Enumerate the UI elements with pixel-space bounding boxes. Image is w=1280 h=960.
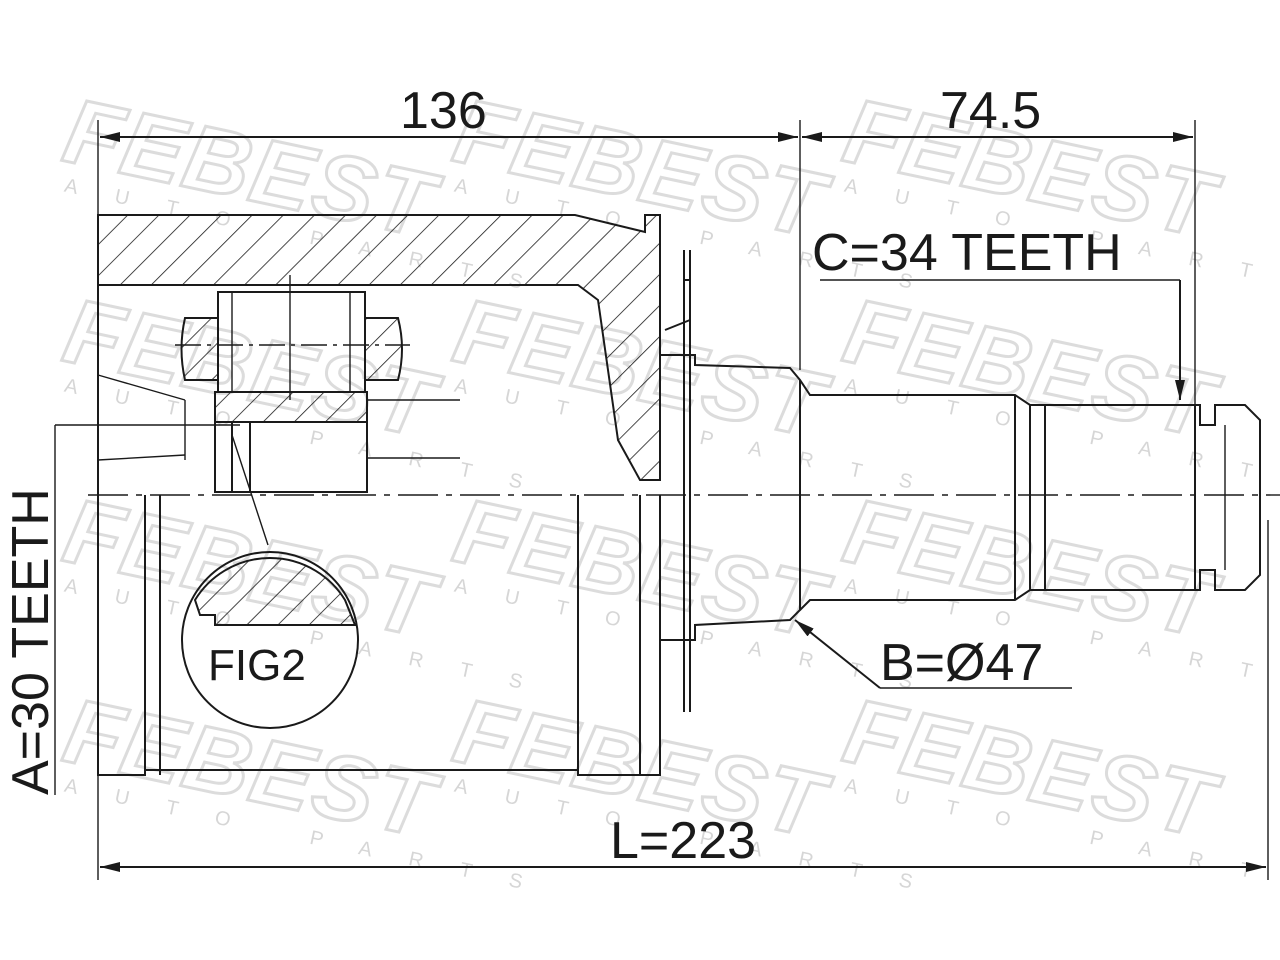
inner-bearing bbox=[97, 275, 460, 493]
dim-label-74-5: 74.5 bbox=[940, 82, 1041, 140]
housing-inner-line bbox=[97, 374, 186, 401]
shaft-body bbox=[799, 379, 1196, 611]
fig2-leader bbox=[231, 434, 269, 546]
shaft-end bbox=[1195, 404, 1261, 591]
callout-b-diameter: B=Ø47 bbox=[794, 619, 1072, 692]
b-diameter-arrow bbox=[794, 619, 881, 689]
housing-outline-lower bbox=[97, 215, 661, 776]
housing-inner-line bbox=[97, 454, 186, 461]
c-teeth-label: C=34 TEETH bbox=[812, 224, 1122, 282]
spider-hub-hatched bbox=[214, 391, 368, 423]
fig2-circle bbox=[181, 551, 359, 729]
b-diameter-label: B=Ø47 bbox=[880, 634, 1043, 692]
roller-right-section bbox=[364, 317, 403, 381]
roller-left-section bbox=[180, 317, 219, 381]
dim-label-136: 136 bbox=[400, 82, 487, 140]
spider-hub bbox=[214, 421, 368, 493]
housing-section-hatched bbox=[97, 214, 661, 481]
callout-c-teeth: C=34 TEETH bbox=[812, 224, 1185, 400]
joint-housing bbox=[97, 214, 661, 776]
stub-shaft bbox=[799, 379, 1261, 611]
dim-label-overall: L=223 bbox=[610, 812, 756, 870]
watermark-layer: FEBEST AUTO PARTS FEBEST AUTO PARTS FEBE… bbox=[54, 78, 1280, 901]
fig2-hatched-section bbox=[193, 557, 357, 626]
callout-a-teeth: A=30 TEETH bbox=[2, 424, 240, 795]
a-teeth-label: A=30 TEETH bbox=[2, 488, 60, 795]
fig2-detail: FIG2 bbox=[181, 434, 359, 729]
fig2-label: FIG2 bbox=[208, 641, 306, 690]
